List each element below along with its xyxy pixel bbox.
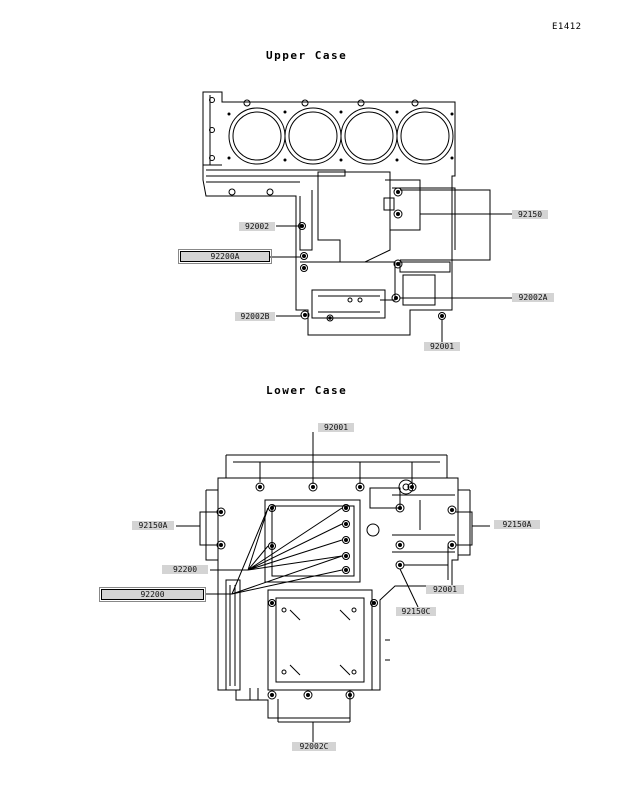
- label-text: 92150A: [502, 520, 532, 529]
- label-92200: 92200: [162, 565, 208, 574]
- label-92002C: 92002C: [292, 742, 336, 751]
- label-text: 92200: [172, 565, 198, 574]
- label-text: 92002A: [518, 293, 548, 302]
- label-text: 92001: [429, 342, 455, 351]
- label-92002B: 92002B: [235, 312, 275, 321]
- label-text: 92200: [140, 590, 165, 599]
- label-text: 92200A: [210, 252, 240, 261]
- upper-bolts: [298, 187, 446, 322]
- label-92150C: 92150C: [396, 607, 436, 616]
- label-text: 92150C: [401, 607, 431, 616]
- label-text: 92150A: [138, 521, 168, 530]
- label-92150A-right: 92150A: [494, 520, 540, 529]
- label-text: 92002: [244, 222, 270, 231]
- cylinder-bores: [228, 107, 454, 165]
- lower-leaders: [176, 507, 490, 745]
- upper-case-drawing: [202, 91, 512, 342]
- label-text: 92150: [517, 210, 543, 219]
- label-text: 92001: [323, 423, 349, 432]
- lower-case-title: Lower Case: [266, 384, 348, 397]
- upper-case-title: Upper Case: [266, 49, 348, 62]
- lower-case-drawing: [176, 432, 490, 745]
- label-92001-top: 92001: [318, 423, 354, 432]
- label-92150: 92150: [512, 210, 548, 219]
- label-92002A: 92002A: [512, 293, 554, 302]
- label-text: 92002B: [240, 312, 270, 321]
- lower-bolts: [216, 482, 457, 700]
- upper-leaders: [270, 189, 512, 342]
- label-text: 92001: [432, 585, 458, 594]
- label-92200A: 92200A: [178, 249, 272, 264]
- label-text: 92002C: [299, 742, 329, 751]
- label-92200-boxed: 92200: [99, 587, 206, 602]
- label-92001-upper: 92001: [424, 342, 460, 351]
- label-92001-right: 92001: [426, 585, 464, 594]
- label-92150A-left: 92150A: [132, 521, 174, 530]
- page-code: E1412: [552, 22, 582, 32]
- label-92002: 92002: [239, 222, 275, 231]
